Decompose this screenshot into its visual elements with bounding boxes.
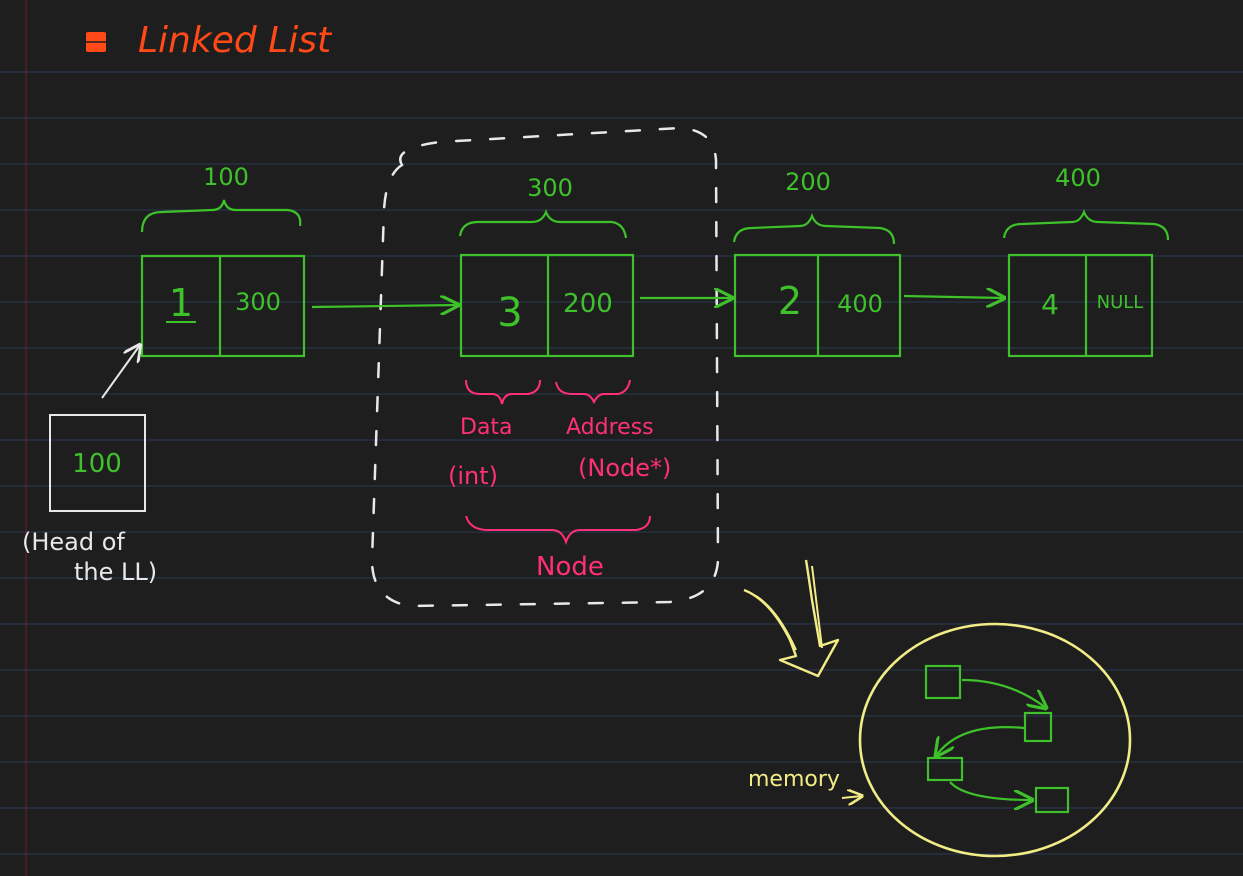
data-type-label: (int) [448,462,498,490]
memory-block-3 [926,756,964,782]
node-1: 100 1 300 [140,163,306,358]
node-4-address: 400 [1055,164,1101,192]
node-2-next: 200 [563,289,613,319]
memory-block-4 [1034,786,1070,814]
head-caption-line1: (Head of [22,528,125,556]
node-annotations: Data Address (int) (Node*) Node [448,379,671,582]
node-3: 200 2 400 [732,168,902,358]
node-4: 400 4 NULL [1002,164,1170,358]
link-arrow-1-to-2 [311,305,458,307]
memory-block-2 [1023,711,1053,743]
node-4-brace [1002,209,1170,241]
memory-circle [858,622,1132,858]
node-2-data: 3 [497,290,522,336]
node-3-next: 400 [837,290,883,318]
head-value: 100 [72,449,122,479]
notebook-rule-lines [0,71,1243,855]
node-4-box [1007,253,1154,358]
memory-down-arrow-icon [743,559,840,678]
memory-block-1 [924,664,962,700]
node-2: 300 3 200 [458,174,635,358]
data-label: Data [460,415,513,440]
node-highlight-dashed-outline [370,126,720,608]
node-1-box [140,254,306,358]
node-3-data: 2 [778,279,802,323]
head-pointer: 100 (Head of the LL) [22,345,157,586]
node-3-brace [732,213,896,245]
node-3-address: 200 [785,168,831,196]
node-4-next: NULL [1097,292,1144,313]
node-1-data: 1 [169,281,193,325]
data-brace [465,379,541,405]
head-caption-line2: the LL) [74,558,157,586]
node-4-data: 4 [1041,288,1059,321]
link-arrow-3-to-4 [903,296,1004,298]
memory-label: memory [748,767,840,792]
node-2-address: 300 [527,174,573,202]
memory-link-1 [961,678,1046,708]
page-title: Linked List [138,20,333,61]
memory-illustration: memory [743,559,1132,858]
node-brace [465,515,651,546]
address-type-label: (Node*) [578,454,671,482]
node-1-address: 100 [203,163,249,191]
node-2-brace [458,209,628,239]
memory-link-3 [949,781,1032,800]
memory-link-2 [936,726,1025,756]
memory-label-arrow [841,796,862,798]
node-1-next: 300 [235,288,281,316]
head-box [49,414,146,512]
head-arrow [101,345,140,399]
node-label: Node [536,552,604,582]
address-brace [555,379,631,405]
node-1-brace [140,199,302,233]
address-label: Address [566,415,654,440]
